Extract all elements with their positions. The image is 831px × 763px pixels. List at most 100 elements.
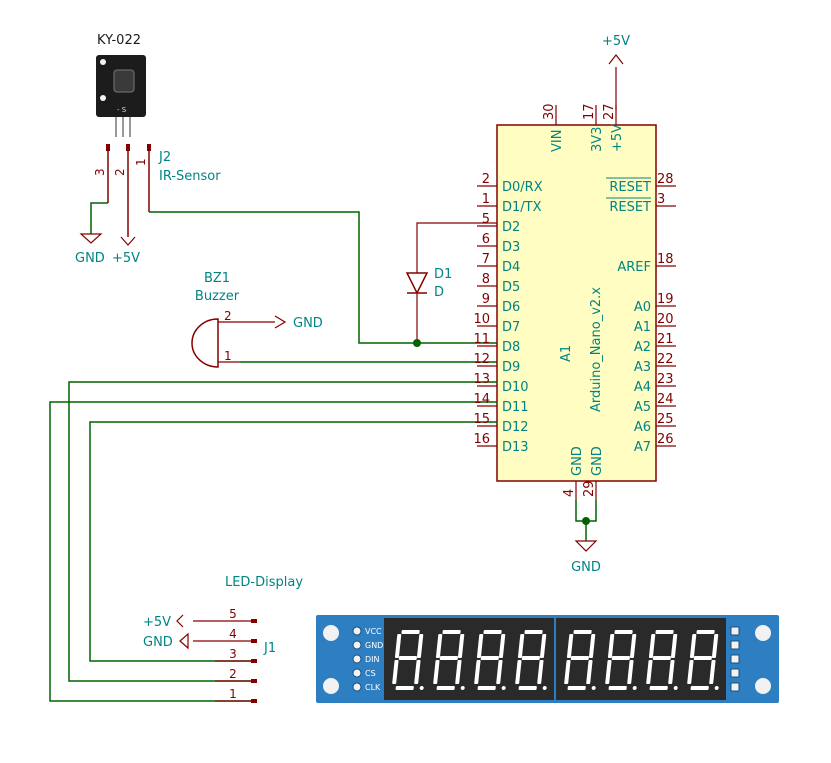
arduino-right-pin-number: 18 [657,252,674,267]
gnd-label-display: GND [143,635,173,650]
arduino-left-pin-number: 5 [482,212,490,227]
junction-dot-icon [582,517,590,525]
j2-pin-1-number: 1 [134,158,148,166]
arduino-right-pin-number: 3 [657,192,665,207]
j1-pin-4-number: 4 [229,627,237,641]
arduino-top-pin-name: VIN [550,130,565,152]
led-segment [586,660,593,684]
buzzer-pin-2-number: 2 [224,309,232,323]
arduino-left-pin-name: D12 [502,420,529,435]
led-segment [607,634,615,658]
arduino-body [496,124,657,482]
arduino-value: Arduino_Nano_v2.x [589,287,604,412]
gnd-symbol-display [179,632,189,650]
led-display-title: LED-Display [225,575,303,590]
led-segment [474,660,481,684]
led-segment [687,660,694,684]
arduino-left-pin-number: 1 [482,192,490,207]
arduino-right-pin-number: 26 [657,432,674,447]
j1-ref: J1 [263,641,276,656]
buzzer-bz1: 2 1 [191,309,287,368]
led-decimal-point [591,686,596,690]
led-decimal-point [673,686,678,690]
led-decimal-point [632,686,637,690]
arduino-right-pin-name: A4 [634,380,651,395]
led-segment [498,634,506,658]
led-segment [401,630,420,634]
led-segment [570,656,589,660]
led-segment [629,634,637,658]
arduino-right-pin-number: 19 [657,292,674,307]
led-segment [436,686,455,690]
led-segment [648,634,656,658]
led-segment [521,656,540,660]
led-segment [496,660,503,684]
led-digit [564,630,596,690]
led-segment [573,630,592,634]
j2-value: IR-Sensor [159,169,221,184]
led-segment [457,634,465,658]
led-segment [442,630,461,634]
led-decimal-point [542,686,547,690]
arduino-left-pin-number: 6 [482,232,490,247]
led-segment [515,660,522,684]
led-segment [668,660,675,684]
led-segment [433,660,440,684]
led-segment [670,634,678,658]
arduino-top-pin-name: +5V [610,124,625,152]
ir-module-hole-icon [100,95,106,101]
ir-module-title: KY-022 [97,33,141,48]
arduino-left-pin-number: 14 [473,392,490,407]
led-digit [687,630,719,690]
led-module-pin-label: VCC [365,627,382,636]
led-module-pin-pad-icon [352,654,362,664]
led-segment [614,630,633,634]
led-segment [480,656,499,660]
ir-module-pin-icon [115,117,117,137]
led-segment [627,660,634,684]
j1-pin-5-number: 5 [229,607,237,621]
led-segment [524,630,543,634]
arduino-top-pin-name: 3V3 [590,127,605,152]
arduino-left-pin-name: D5 [502,280,520,295]
arduino-right-pin-name: A5 [634,400,651,415]
led-segment [392,660,399,684]
led-segment [608,686,627,690]
led-segment [477,686,496,690]
arduino-bottom-pin-name: GND [570,446,585,476]
led-segment [689,634,697,658]
led-module-pin-pad-icon [352,668,362,678]
arduino-right-pin-name: A3 [634,360,651,375]
arduino-right-pin-name: A2 [634,340,651,355]
led-decimal-point [460,686,465,690]
led-segment [517,634,525,658]
led-module-hole-icon [323,678,339,694]
led-module-pin-label: CS [365,669,376,678]
arduino-bottom-pin-number: 4 [562,489,577,497]
led-segment [439,656,458,660]
arduino-right-pin-name: AREF [617,260,651,275]
led-segment [605,660,612,684]
arduino-right-pin-number: 23 [657,372,674,387]
vcc-label-top: +5V [602,34,630,49]
led-segment [611,656,630,660]
led-module-pin-label: DIN [365,655,380,664]
vcc-label-ir: +5V [112,251,140,266]
gnd-label-buzzer: GND [293,316,323,331]
arduino-left-pin-name: D4 [502,260,520,275]
led-segment [483,630,502,634]
arduino-right-pin-name: A1 [634,320,651,335]
led-module-pin-pad-icon [352,640,362,650]
led-segment [566,634,574,658]
j2-connector: 3 2 1 J2 IR-Sensor [93,144,221,237]
led-module-pin-label: CLK [365,683,381,692]
arduino-left-pin-number: 9 [482,292,490,307]
led-segment [537,660,544,684]
arduino-left-pin-number: 2 [482,172,490,187]
j1-pin-2-number: 2 [229,667,237,681]
gnd-symbol-ir [79,233,103,244]
arduino-left-pin-number: 8 [482,272,490,287]
led-segment [649,686,668,690]
